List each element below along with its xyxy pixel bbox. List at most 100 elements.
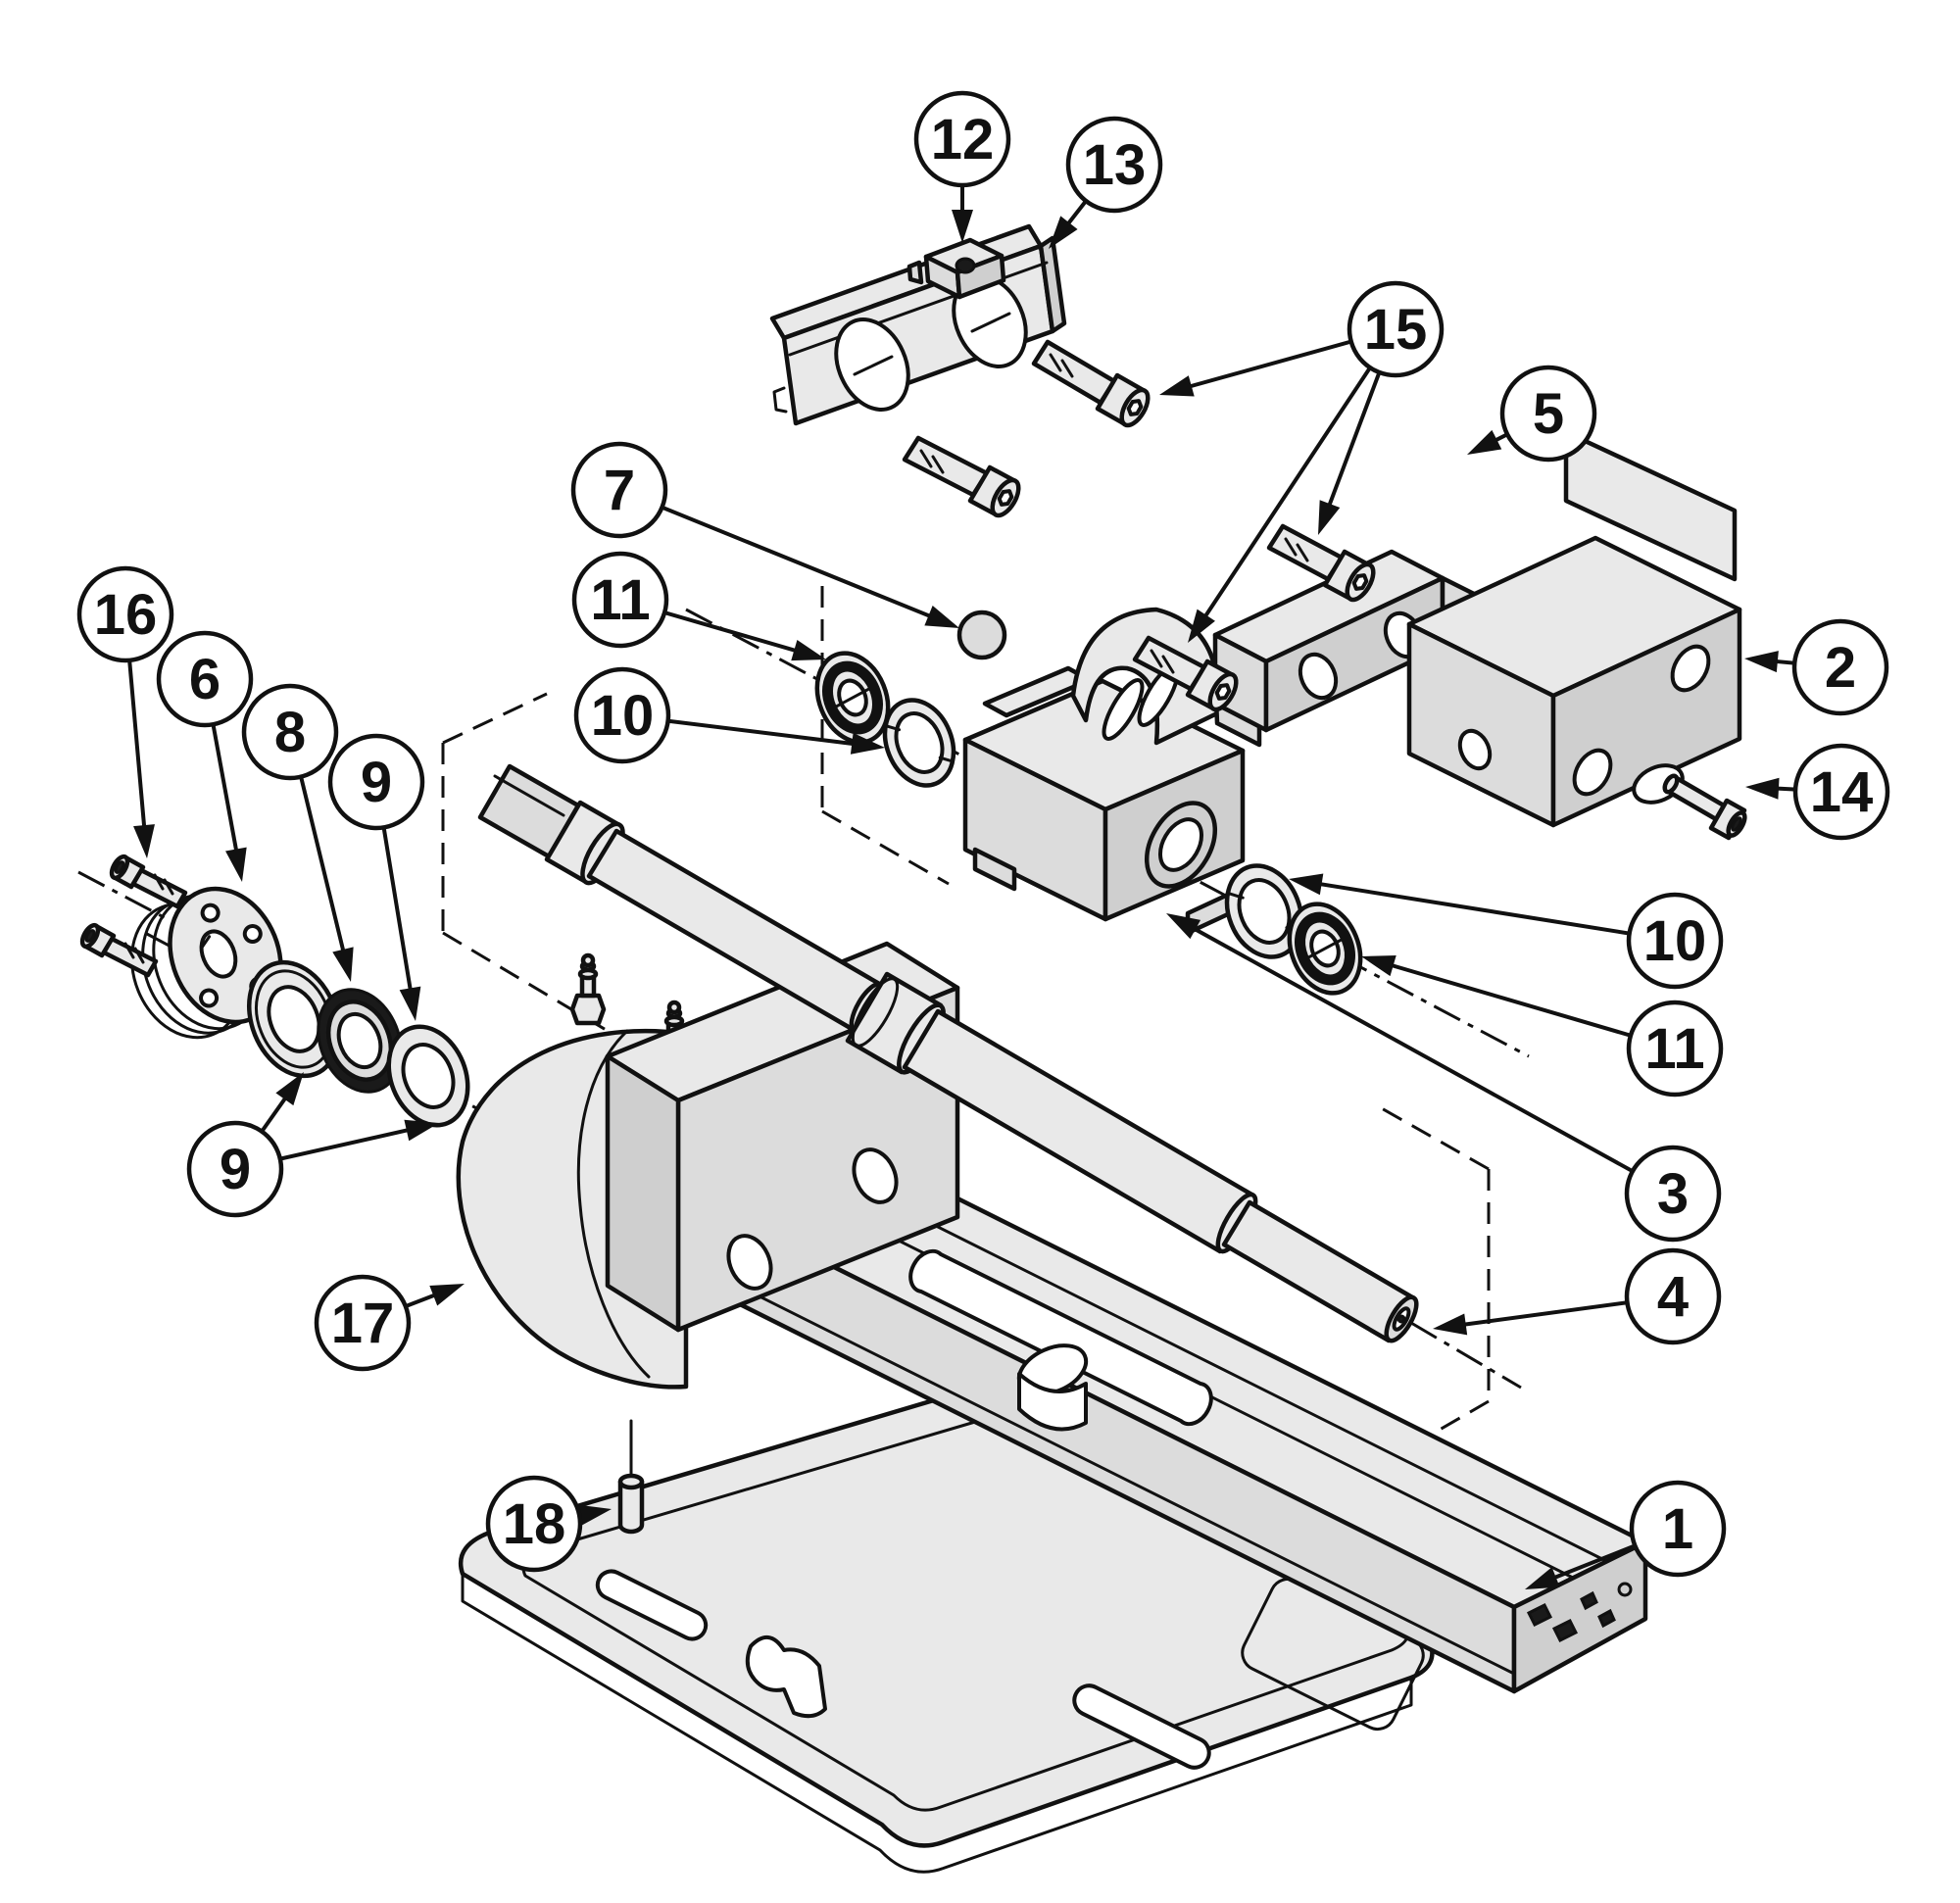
leader-arrowhead-9 (275, 1072, 304, 1106)
pulley-screw-b (79, 922, 159, 978)
washer-9a (246, 959, 342, 1079)
callout-balloon-5-clamp-bracket: 5 (1499, 365, 1597, 463)
leader-arrowhead-11 (1361, 955, 1396, 977)
bearing-11-right (1287, 902, 1363, 996)
callout-balloon-3-lead-screw: 3 (1624, 1145, 1722, 1243)
callout-balloon-14-set-screw: 14 (1792, 743, 1890, 841)
balloon-circle (1792, 743, 1890, 841)
balloon-number: 18 (503, 1492, 566, 1556)
washer-9b (386, 1024, 470, 1128)
balloon-number: 17 (331, 1292, 395, 1355)
balloon-circle (573, 666, 671, 764)
balloon-number: 11 (590, 568, 650, 632)
callout-balloon-2-movable-jaw-body: 2 (1791, 618, 1889, 716)
section-boundary-mid-diagonal (821, 809, 950, 886)
set-screw-14 (1662, 773, 1747, 841)
leader-arrowhead-1 (1525, 1567, 1560, 1589)
section-boundary-left-top (442, 692, 548, 745)
leader-line-15 (1200, 327, 1397, 621)
cap-screw-s1 (1031, 339, 1151, 428)
balloon-number: 12 (931, 108, 995, 171)
bearing-group (814, 610, 1363, 996)
leader-arrowhead-3 (1166, 913, 1201, 940)
section-boundary-right-top (1379, 1105, 1490, 1171)
leader-arrowhead-16 (133, 824, 155, 858)
balloon-circle (485, 1475, 583, 1573)
balloon-circle (314, 1274, 412, 1372)
balloon-number: 6 (189, 648, 220, 711)
balloon-number: 15 (1364, 298, 1428, 362)
steel-ball (956, 610, 1007, 660)
balloon-circle (76, 565, 174, 663)
balloon-number: 7 (604, 459, 635, 522)
balloon-number: 11 (1644, 1017, 1704, 1081)
front-edge-notch (1016, 1343, 1089, 1432)
balloon-circle (1624, 1247, 1722, 1345)
bearing-11-left (814, 651, 891, 745)
balloon-number: 2 (1825, 636, 1856, 700)
balloon-number: 1 (1662, 1497, 1693, 1561)
balloon-circle (571, 551, 669, 649)
screw-nut-slider (962, 607, 1262, 936)
jaw-plate-group (769, 223, 1151, 518)
balloon-circle (186, 1120, 284, 1218)
callout-balloon-12-jaw-clamp: 12 (913, 90, 1011, 188)
thin-back-plate (1563, 429, 1738, 582)
callout-balloon-9-washer-right: 9 (327, 733, 425, 831)
leader-arrowhead-4 (1433, 1313, 1468, 1336)
balloon-circle (1626, 892, 1724, 990)
balloon-number: 3 (1657, 1162, 1689, 1226)
movable-jaw-body (1406, 535, 1747, 841)
leader-arrowhead-14 (1745, 777, 1780, 800)
callout-balloon-9-washers-pair: 9 (186, 1120, 284, 1218)
balloon-circle (1629, 1480, 1727, 1578)
pulley-screw-a (109, 854, 188, 909)
cap-screw-s2 (1266, 523, 1376, 603)
base-end-markings (1526, 1582, 1633, 1643)
callout-balloon-7-steel-ball: 7 (570, 441, 668, 539)
balloon-number: 8 (274, 701, 306, 764)
grease-fitting-1 (569, 952, 607, 1026)
leader-arrowhead-8 (332, 947, 354, 982)
balloon-number: 13 (1083, 133, 1147, 197)
callout-balloon-6-pulley: 6 (156, 630, 254, 728)
balloon-circle (327, 733, 425, 831)
balloon-circle (913, 90, 1011, 188)
lead-screw-shaft (477, 763, 1419, 1343)
centerline-shaft-end (1410, 1321, 1522, 1390)
balloon-circle (570, 441, 668, 539)
balloon-number: 10 (591, 684, 655, 748)
balloon-circle (1624, 1145, 1722, 1243)
leader-line-7 (618, 488, 935, 620)
jaw-clamp-12 (906, 237, 1006, 300)
balloon-circle (1626, 1000, 1724, 1098)
leader-arrowhead-15 (1188, 609, 1215, 643)
leader-arrowhead-18 (576, 1504, 612, 1527)
leader-arrowhead-10 (1289, 873, 1324, 896)
callout-balloon-11-bearing-left: 11 (571, 551, 669, 649)
pulley-group (79, 854, 470, 1128)
leader-arrowhead-11 (791, 639, 826, 661)
leader-arrowhead-15 (1318, 500, 1341, 535)
callout-balloon-10-wave-washer-right: 10 (1626, 892, 1724, 990)
leader-arrowhead-13 (1049, 216, 1078, 249)
leader-arrowhead-10 (850, 732, 885, 755)
leader-arrowhead-15 (1159, 375, 1195, 397)
callout-balloon-11-bearing-right: 11 (1626, 1000, 1724, 1098)
callout-balloon-18-dowel-pin: 18 (485, 1475, 583, 1573)
leader-arrowhead-5 (1467, 429, 1502, 455)
balloon-circle (1347, 280, 1445, 378)
balloon-number: 14 (1810, 760, 1874, 824)
balloon-number: 9 (361, 751, 392, 814)
balloon-number: 9 (220, 1138, 251, 1201)
balloon-number: 4 (1657, 1265, 1689, 1329)
wave-washer-10-left (882, 698, 956, 788)
callout-balloon-16-pulley-screws: 16 (76, 565, 174, 663)
balloon-number: 16 (94, 583, 158, 647)
leader-line-10 (1315, 881, 1676, 943)
callout-balloon-13-jaw-plate: 13 (1065, 116, 1163, 214)
balloon-circle (241, 683, 339, 781)
callout-balloon-8-seal-ring: 8 (241, 683, 339, 781)
